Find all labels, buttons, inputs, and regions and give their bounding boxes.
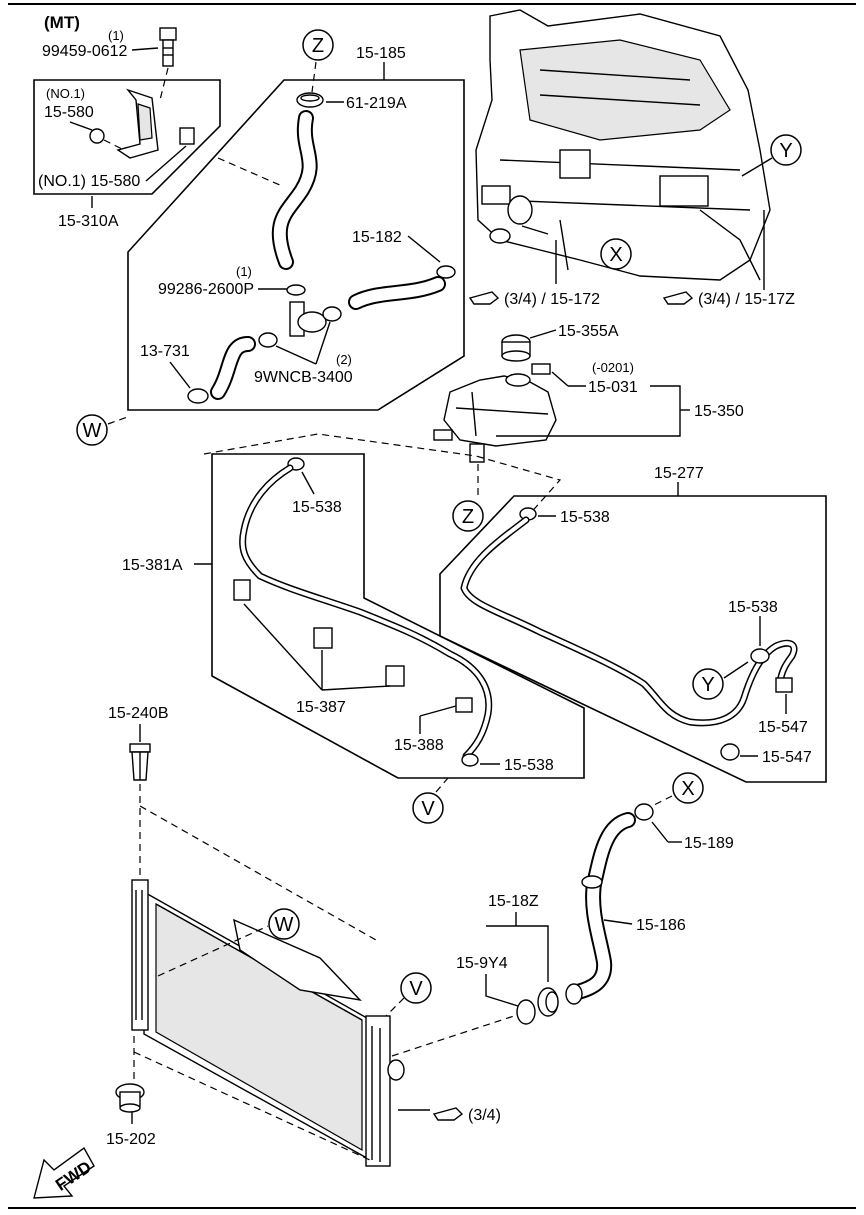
- clamp-538-a-label: 15-538: [292, 499, 342, 516]
- clamp-538-b: [461, 753, 479, 767]
- hose-277: [460, 516, 798, 727]
- bolt-qty: (1): [108, 28, 124, 43]
- callout-w-top: W: [76, 414, 108, 446]
- ref-17z-label: (3/4) / 15-17Z: [698, 291, 795, 308]
- fwd-arrow: FWD: [33, 1146, 95, 1199]
- clamp-189: [634, 803, 654, 821]
- svg-text:X: X: [681, 778, 694, 800]
- bracket-box: [33, 79, 221, 195]
- clip-qty: (1): [236, 264, 252, 279]
- plug-240b-label: 15-240B: [108, 705, 169, 722]
- bracket-clip-bottom: (NO.1) 15-580: [38, 173, 140, 190]
- hose-182-label: 15-182: [352, 229, 402, 246]
- callout-y-mid: Y: [692, 668, 724, 700]
- callout-y-engine: Y: [770, 134, 802, 166]
- ref-radiator-label: (3/4): [468, 1107, 501, 1124]
- range-note: (-0201): [592, 360, 634, 375]
- callout-v-mid: V: [412, 792, 444, 824]
- hose-381a-box: [211, 453, 585, 779]
- clip-388-label: 15-388: [394, 737, 444, 754]
- clip-387-label: 15-387: [296, 699, 346, 716]
- clamp-547-b-label: 15-547: [762, 749, 812, 766]
- lower-small-hose: [210, 336, 256, 400]
- svg-text:Y: Y: [701, 674, 714, 696]
- cushion-202-label: 15-202: [106, 1131, 156, 1148]
- upper-hose-label: 15-185: [356, 45, 406, 62]
- upper-hose-box: [127, 79, 465, 411]
- callout-w-bottom: W: [268, 908, 300, 940]
- clip-387-a: [233, 579, 251, 601]
- cushion-202: [115, 1083, 145, 1113]
- bolt-part: [159, 27, 177, 67]
- svg-text:Y: Y: [779, 140, 792, 162]
- clamp-547-b: [720, 743, 740, 761]
- ref-172-label: (3/4) / 15-172: [504, 291, 600, 308]
- reservoir-tank: [433, 373, 557, 463]
- svg-text:Z: Z: [312, 35, 324, 57]
- clamp-189-label: 15-189: [684, 835, 734, 852]
- hose-381a: [239, 464, 493, 760]
- clamp-9wncb-label: 9WNCB-3400: [254, 369, 353, 386]
- svg-text:V: V: [421, 798, 435, 820]
- hose-186: [565, 812, 636, 1005]
- plug-240b: [129, 743, 151, 781]
- clamp-538-d-label: 15-538: [728, 599, 778, 616]
- bracket-clip-top: 15-580: [44, 104, 94, 121]
- clamp-9y4-label: 15-9Y4: [456, 955, 508, 972]
- clamp-538-c-label: 15-538: [560, 509, 610, 526]
- clamp-538-b-label: 15-538: [504, 757, 554, 774]
- clip-387-c: [385, 665, 405, 687]
- reservoir-cap: [501, 334, 531, 362]
- hose-186-label: 15-186: [636, 917, 686, 934]
- clip-99286-label: 99286-2600P: [158, 281, 254, 298]
- callout-z-top: Z: [302, 29, 334, 61]
- reservoir-label: 15-350: [694, 403, 744, 420]
- bracket-no1-top: (NO.1): [46, 86, 85, 101]
- bracket-assy-label: 15-310A: [58, 213, 119, 230]
- callout-x-engine: X: [600, 238, 632, 270]
- label-15031: 15-031: [588, 379, 638, 396]
- clamp-13731: [187, 388, 209, 404]
- clamp-547-a-label: 15-547: [758, 719, 808, 736]
- svg-text:W: W: [83, 420, 102, 442]
- clamp-9y4: [516, 999, 536, 1025]
- clamp-18z: [537, 987, 559, 1017]
- ref-radiator: (3/4): [398, 1107, 501, 1124]
- svg-text:V: V: [409, 978, 423, 1000]
- callout-x-bottom: X: [672, 772, 704, 804]
- upper-clamp: [296, 92, 324, 108]
- mt-title: (MT): [44, 13, 80, 32]
- clip-387-b: [313, 627, 333, 649]
- bolt-label: 99459-0612: [42, 43, 128, 60]
- clamp-538-d: [750, 648, 770, 664]
- clip-99286: [286, 284, 306, 296]
- svg-text:X: X: [609, 244, 622, 266]
- clamp-upper-label: 61-219A: [346, 95, 407, 112]
- callout-z-mid: Z: [452, 500, 484, 532]
- hose-381a-label: 15-381A: [122, 557, 183, 574]
- ref-172: (3/4) / 15-172: [468, 291, 600, 308]
- engine: [475, 9, 771, 281]
- hose-277-box: [439, 495, 827, 783]
- upper-hose: [271, 110, 318, 270]
- clip-388: [455, 697, 473, 713]
- t-fitting: [258, 301, 342, 348]
- clamp-547-a: [775, 677, 793, 693]
- cap-label: 15-355A: [558, 323, 619, 340]
- label-plate: [531, 363, 551, 375]
- hose-277-label: 15-277: [654, 465, 704, 482]
- ref-17z: (3/4) / 15-17Z: [662, 291, 795, 308]
- callout-v-bottom: V: [400, 972, 432, 1004]
- bracket-part: [89, 88, 195, 159]
- hose-182: [348, 265, 456, 310]
- clamp-13731-label: 13-731: [140, 343, 190, 360]
- clamp-18z-label: 15-18Z: [488, 893, 539, 910]
- svg-text:W: W: [275, 914, 294, 936]
- svg-text:Z: Z: [462, 506, 474, 528]
- clamp-9wncb-qty: (2): [336, 352, 352, 367]
- radiator: [131, 879, 405, 1167]
